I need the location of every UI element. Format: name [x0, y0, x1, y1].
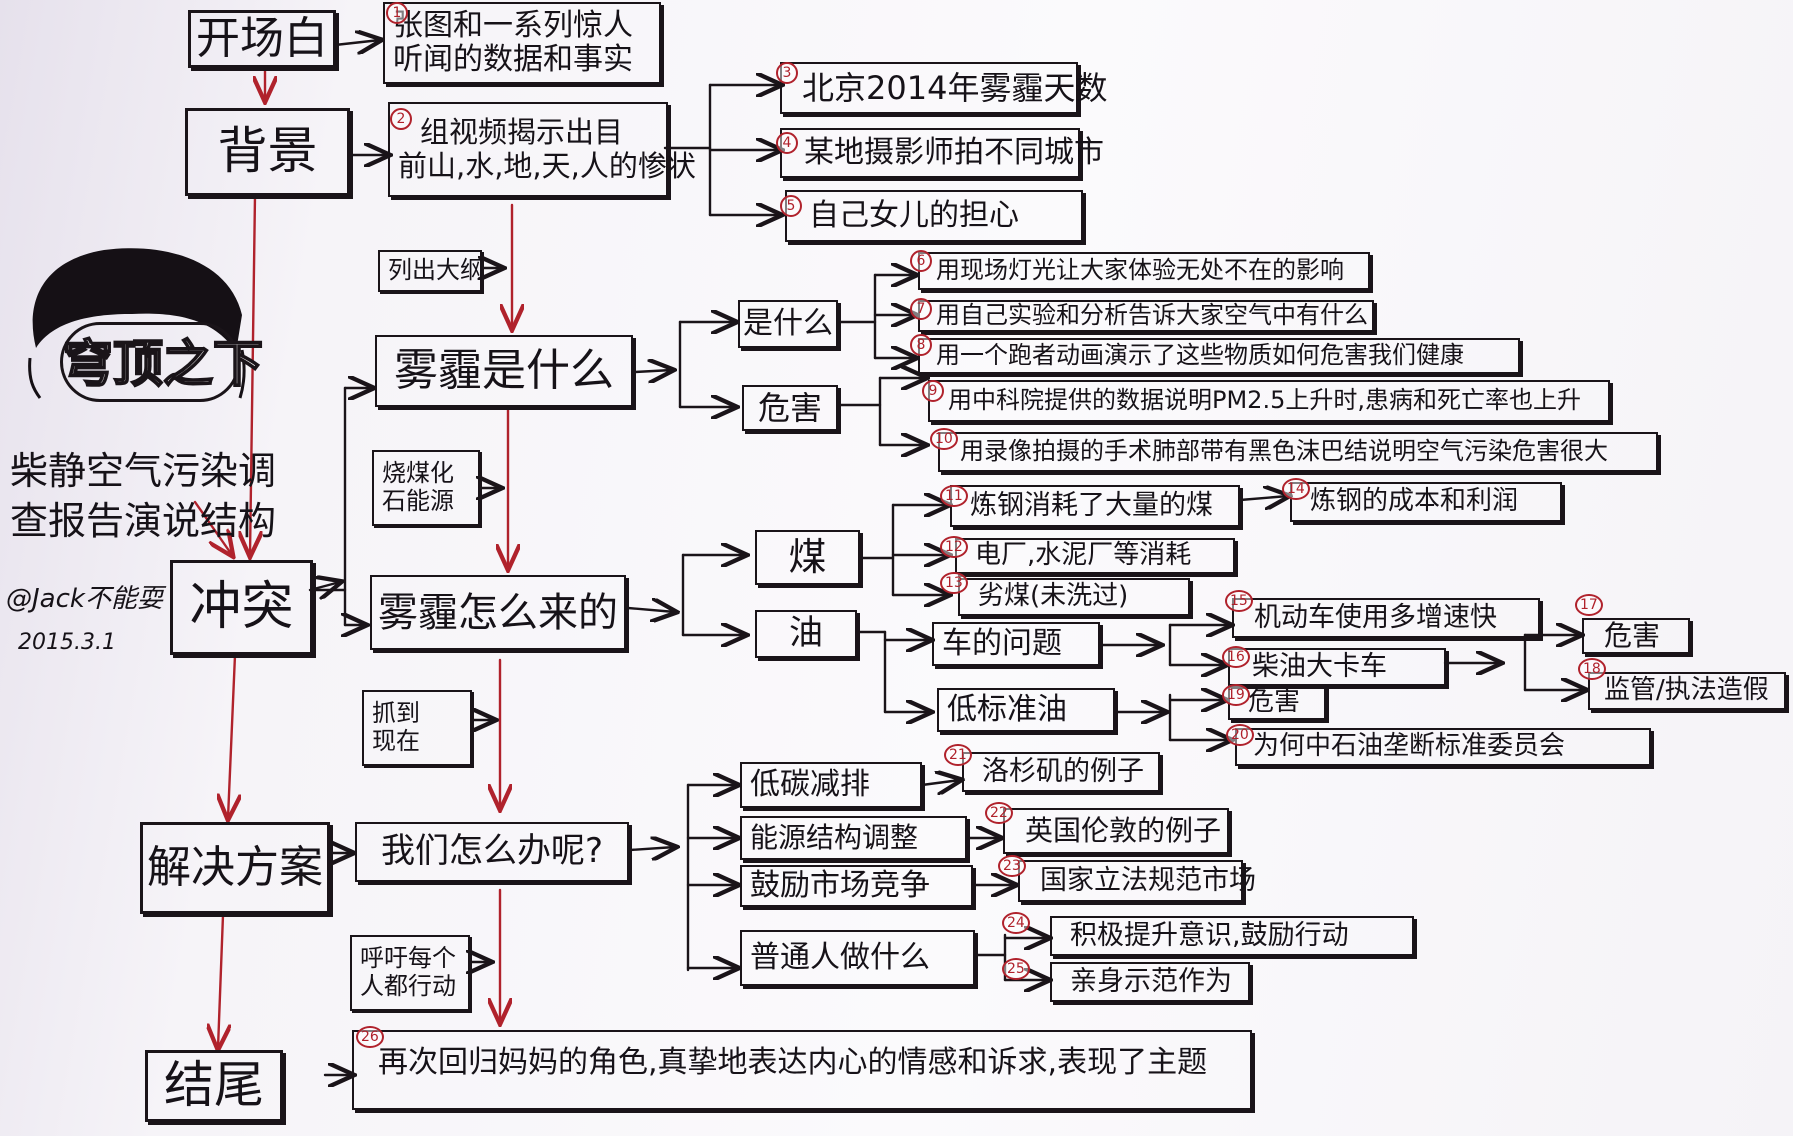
- step-number-badge: 6: [910, 250, 932, 272]
- topic-what-do: 我们怎么办呢?: [355, 822, 629, 882]
- step-number-badge: 5: [780, 195, 802, 217]
- step-number-badge: 23: [998, 855, 1026, 877]
- harm-item-10: 用录像拍摄的手术肺部带有黑色沫巴结说明空气污染危害很大: [938, 432, 1658, 472]
- opening-detail-line-2: 听闻的数据和事实: [393, 42, 633, 77]
- step-number-badge: 11: [940, 485, 968, 507]
- people-item-25: 亲身示范作为: [1050, 962, 1250, 1002]
- step-number-badge: 25: [1002, 958, 1030, 980]
- example-legislation: 国家立法规范市场: [1018, 860, 1256, 902]
- branch-harm: 危害: [742, 385, 838, 431]
- step-number-badge: 2: [390, 108, 412, 130]
- step-number-badge: 17: [1575, 594, 1603, 616]
- car-issue: 车的问题: [932, 622, 1100, 666]
- opening-detail-line-1: 张图和一系列惊人: [393, 7, 633, 43]
- solution-market-competition: 鼓励市场竞争: [740, 865, 973, 907]
- fossil-energy-note: 烧煤化 石能源: [372, 450, 480, 526]
- fossil-energy-note-line-1: 烧煤化: [382, 459, 454, 488]
- fossil-energy-note-line-2: 石能源: [382, 487, 454, 515]
- step-number-badge: 16: [1222, 646, 1250, 668]
- coal-item-12: 电厂,水泥厂等消耗: [955, 538, 1235, 574]
- step-number-badge: 22: [985, 802, 1013, 824]
- background-detail-line-2: 前山,水,地,天,人的惨状: [398, 148, 696, 183]
- step-number-badge: 12: [940, 536, 968, 558]
- coal-item-11: 炼钢消耗了大量的煤: [950, 485, 1240, 527]
- caption-line-1: 柴静空气污染调: [10, 449, 277, 493]
- opening-node: 开场白: [188, 10, 336, 68]
- author-date: 2015.3.1: [18, 630, 116, 655]
- call-to-action-note-line-1: 呼吁每个: [360, 944, 456, 973]
- call-to-action-note-line-2: 人都行动: [360, 972, 456, 1000]
- step-number-badge: 15: [1225, 590, 1253, 612]
- solution-low-carbon: 低碳减排: [740, 762, 922, 808]
- step-number-badge: 4: [776, 132, 798, 154]
- topic-smog-source: 雾霾怎么来的: [370, 575, 626, 650]
- opening-detail: 张图和一系列惊人 听闻的数据和事实: [383, 2, 661, 84]
- car-item-16: 柴油大卡车: [1228, 648, 1446, 686]
- step-number-badge: 19: [1222, 684, 1250, 706]
- example-los-angeles: 洛杉矶的例子: [962, 752, 1160, 792]
- conflict-node: 冲突: [170, 560, 313, 655]
- step-number-badge: 3: [776, 62, 798, 84]
- people-item-24: 积极提升意识,鼓励行动: [1050, 916, 1414, 956]
- step-number-badge: 24: [1002, 912, 1030, 934]
- what-item-6: 用现场灯光让大家体验无处不在的影响: [918, 252, 1370, 290]
- oil-item-20: 为何中石油垄断标准委员会: [1235, 728, 1651, 766]
- step-number-badge: 13: [940, 572, 968, 594]
- what-item-8: 用一个跑者动画演示了这些物质如何危害我们健康: [918, 338, 1520, 374]
- grasp-now-note-line-2: 现在: [372, 727, 420, 755]
- what-item-7: 用自己实验和分析告诉大家空气中有什么: [918, 300, 1374, 332]
- logo-title: 穹顶之下: [60, 322, 264, 402]
- ending-detail: 再次回归妈妈的角色,真挚地表达内心的情感和诉求,表现了主题: [352, 1030, 1252, 1110]
- solution-node: 解决方案: [140, 822, 330, 914]
- topic-what-is-smog: 雾霾是什么: [375, 335, 633, 407]
- step-number-badge: 26: [356, 1026, 384, 1048]
- step-number-badge: 9: [922, 380, 944, 402]
- coal-item-13: 劣煤(未洗过): [958, 578, 1190, 616]
- grasp-now-note-line-1: 抓到: [372, 699, 420, 728]
- call-to-action-note: 呼吁每个 人都行动: [350, 935, 470, 1011]
- caption-line-2: 查报告演说结构: [10, 499, 277, 543]
- step-number-badge: 14: [1282, 478, 1310, 500]
- step-number-badge: 21: [944, 744, 972, 766]
- steel-cost-14: 炼钢的成本和利润: [1290, 482, 1562, 522]
- example-london: 英国伦敦的例子: [1003, 808, 1229, 854]
- truck-item-18: 监管/执法造假: [1588, 672, 1786, 710]
- head-drawing-icon: [28, 248, 246, 399]
- author-signature: @Jack不能耍: [6, 584, 163, 614]
- truck-item-17: 危害: [1582, 618, 1690, 654]
- step-number-badge: 20: [1226, 724, 1254, 746]
- background-item-4: 某地摄影师拍不同城市: [780, 128, 1104, 178]
- car-item-15: 机动车使用多增速快: [1232, 598, 1540, 638]
- branch-coal: 煤: [755, 530, 860, 585]
- branch-what-is: 是什么: [738, 300, 838, 348]
- solution-ordinary-people: 普通人做什么: [740, 930, 975, 986]
- background-node: 背景: [185, 108, 350, 196]
- ending-node: 结尾: [145, 1050, 283, 1122]
- background-detail-line-1: 组视频揭示出目: [420, 115, 624, 150]
- background-detail: 组视频揭示出目 前山,水,地,天,人的惨状: [388, 102, 696, 197]
- oil-item-19: 危害: [1228, 686, 1326, 720]
- outline-note: 列出大纲: [378, 250, 484, 292]
- step-number-badge: 18: [1578, 658, 1606, 680]
- step-number-badge: 10: [930, 428, 958, 450]
- branch-oil: 油: [755, 610, 857, 658]
- step-number-badge: 1: [386, 2, 408, 24]
- solution-energy-structure: 能源结构调整: [740, 816, 967, 860]
- background-item-3: 北京2014年雾霾天数: [780, 62, 1107, 114]
- step-number-badge: 7: [910, 298, 932, 320]
- background-item-5: 自己女儿的担心: [785, 190, 1083, 242]
- low-standard-oil: 低标准油: [937, 688, 1115, 732]
- harm-item-9: 用中科院提供的数据说明PM2.5上升时,患病和死亡率也上升: [928, 380, 1610, 422]
- grasp-now-note: 抓到 现在: [362, 690, 472, 766]
- step-number-badge: 8: [910, 334, 932, 356]
